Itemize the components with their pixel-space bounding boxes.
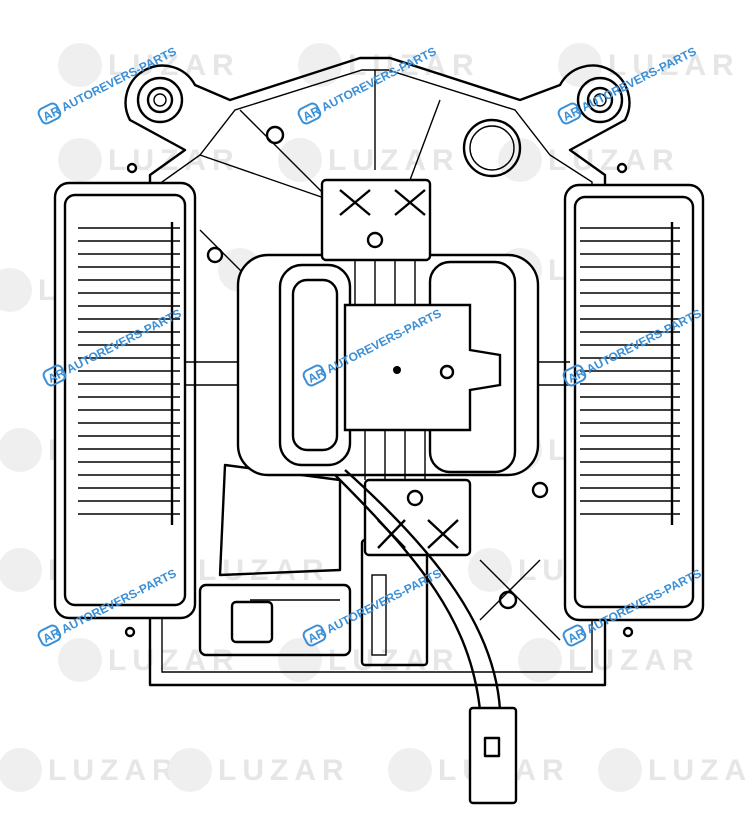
ar-logo-icon [37, 624, 62, 647]
luzar-watermark: LUZAR [648, 754, 753, 787]
ar-logo-icon [302, 624, 327, 647]
luzar-logo-icon [0, 268, 32, 312]
luzar-watermark: LUZAR [548, 144, 680, 177]
wire-connector [334, 469, 518, 805]
luzar-logo-icon [58, 638, 102, 682]
luzar-logo-icon [0, 428, 42, 472]
motor [185, 178, 570, 557]
luzar-watermark: LUZAR [218, 754, 350, 787]
ar-logo-icon [562, 624, 587, 647]
luzar-logo-icon [58, 138, 102, 182]
luzar-logo-icon [168, 748, 212, 792]
luzar-logo-icon [518, 638, 562, 682]
luzar-watermark: LUZAR [608, 49, 740, 82]
luzar-logo-icon [388, 748, 432, 792]
luzar-watermark: LUZAR [328, 144, 460, 177]
luzar-watermark: LUZAR [48, 754, 180, 787]
luzar-logo-icon [558, 43, 602, 87]
luzar-watermark: LUZAR [108, 144, 240, 177]
luzar-logo-icon [58, 43, 102, 87]
ar-logo-icon [562, 364, 587, 387]
luzar-logo-icon [0, 748, 42, 792]
luzar-logo-icon [298, 43, 342, 87]
ar-logo-icon [557, 102, 582, 125]
ar-logo-icon [42, 364, 67, 387]
luzar-logo-icon [278, 638, 322, 682]
luzar-logo-icon [598, 748, 642, 792]
luzar-logo-icon [278, 138, 322, 182]
svg-text:AUTOREVERS-PARTS: AUTOREVERS-PARTS [324, 566, 443, 636]
luzar-logo-icon [0, 548, 42, 592]
ar-logo-icon [297, 102, 322, 125]
ar-logo-icon [37, 102, 62, 125]
left-fan-cage [53, 181, 197, 620]
ar-logo-icon [302, 364, 327, 387]
right-fan-cage [563, 183, 705, 622]
